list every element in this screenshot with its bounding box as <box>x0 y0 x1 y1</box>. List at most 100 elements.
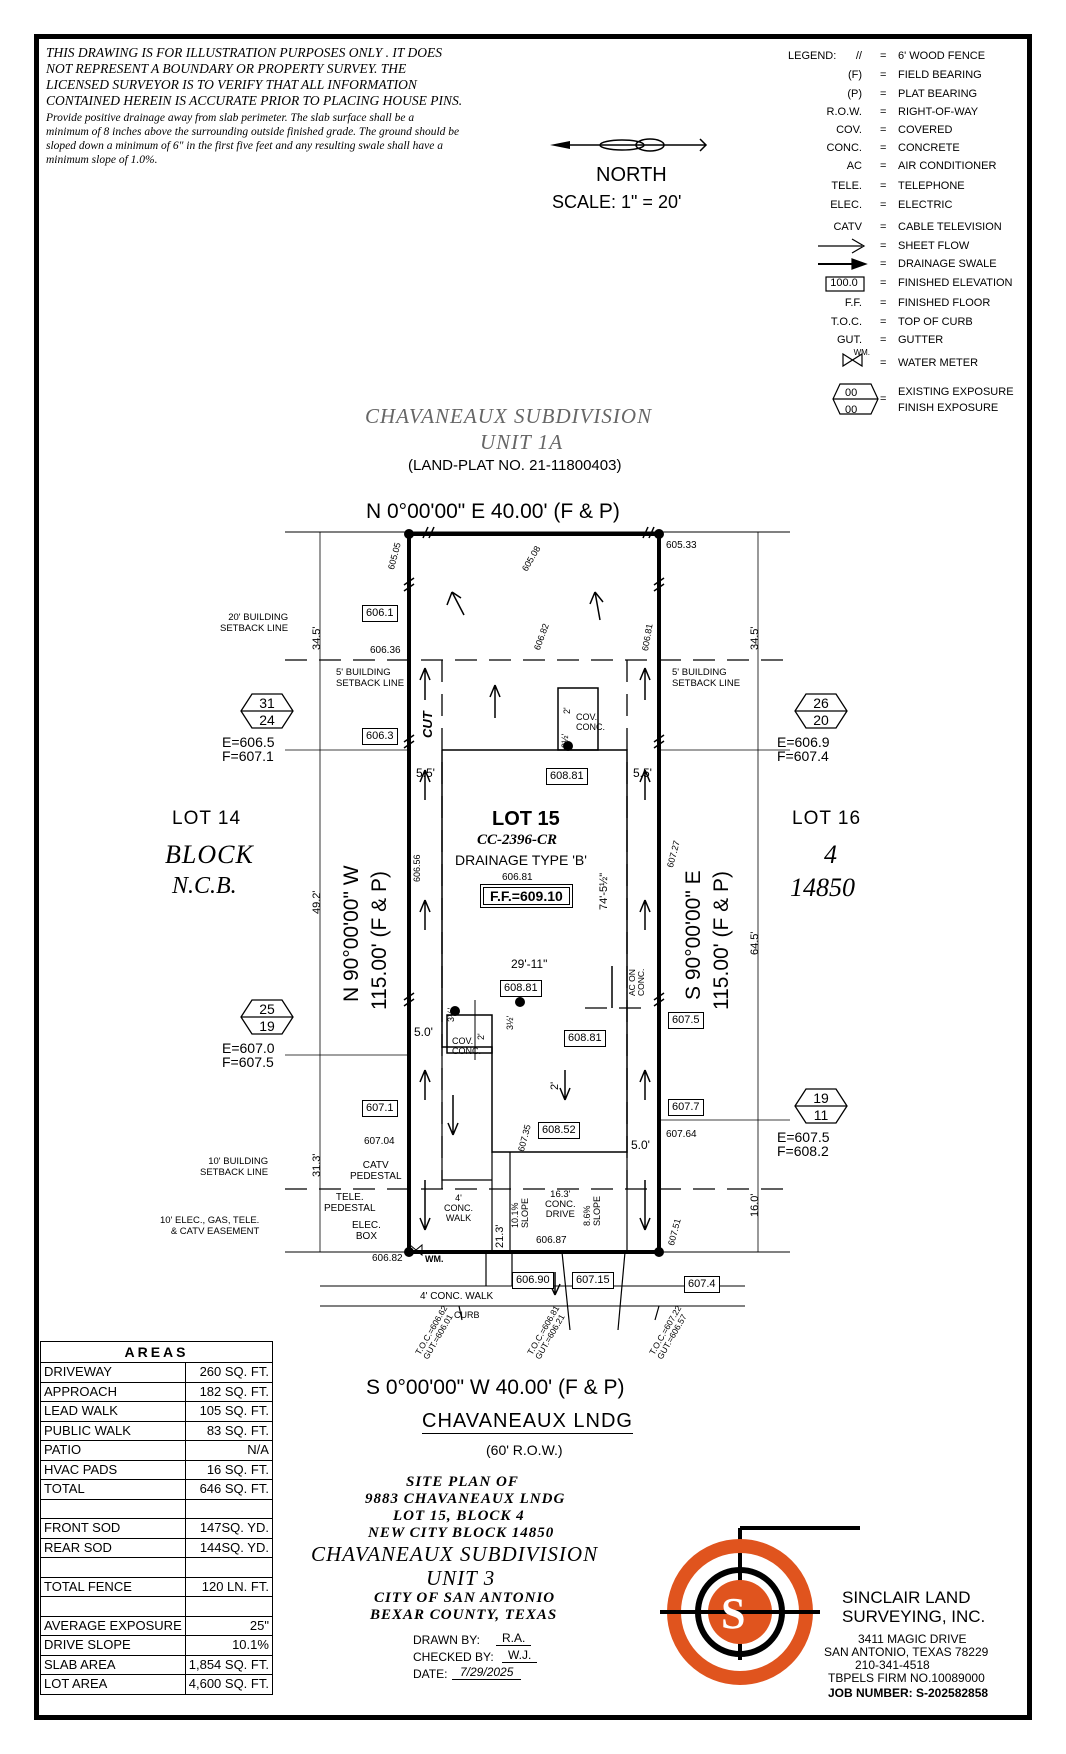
cc-number: CC-2396-CR <box>477 832 558 848</box>
areas-label: DRIVEWAY <box>40 1362 186 1383</box>
dim-2-a: 2' <box>562 707 572 714</box>
street-name: CHAVANEAUX LNDG <box>422 1410 633 1434</box>
areas-value <box>184 1557 273 1578</box>
legend-equals: = <box>880 69 887 81</box>
company-phone: 210-341-4518 <box>855 1658 930 1672</box>
legend-equals: = <box>880 277 887 289</box>
elev-608-81-a: 608.81 <box>546 768 588 785</box>
drawn-by: R.A. <box>496 1631 532 1646</box>
legend-text: TOP OF CURB <box>898 316 973 328</box>
dim-16-0: 16.0' <box>749 1193 761 1217</box>
house-footprint <box>441 687 628 1153</box>
slope-label-1: 10.1%SLOPE <box>510 1197 530 1228</box>
legend-equals: = <box>880 180 887 192</box>
legend-equals: = <box>880 142 887 154</box>
legend-symbol: CONC. <box>826 142 862 154</box>
legend-exposure-text-1: EXISTING EXPOSURE <box>898 386 1014 398</box>
legend-symbols <box>818 238 879 415</box>
elec-box: ELEC.BOX <box>352 1220 381 1242</box>
areas-label: DRIVE SLOPE <box>40 1635 186 1656</box>
areas-label: SLAB AREA <box>40 1654 186 1675</box>
company-firm: TBPELS FIRM NO.10089000 <box>828 1671 985 1685</box>
legend-eq-exp: = <box>880 393 887 405</box>
lot-boundary <box>407 532 661 1254</box>
legend-symbol: R.O.W. <box>826 106 862 118</box>
lot14-label: LOT 14 <box>172 808 242 829</box>
areas-label: REAR SOD <box>40 1537 186 1558</box>
exposure-3-top: 25 <box>259 1001 275 1017</box>
legend-symbol: TELE. <box>831 180 862 192</box>
legend-symbol: 100.0 <box>830 277 858 289</box>
water-meter-label: WM. <box>425 1254 444 1264</box>
slab-depth: 74'-5½" <box>598 872 610 910</box>
areas-value <box>184 1596 273 1617</box>
legend-equals: = <box>880 124 887 136</box>
legend-text: 6' WOOD FENCE <box>898 50 986 62</box>
legend-equals: = <box>880 199 887 211</box>
legend-text: FIELD BEARING <box>898 69 982 81</box>
areas-label <box>40 1498 186 1519</box>
title-line-7: CITY OF SAN ANTONIO <box>374 1590 556 1606</box>
legend-text: AIR CONDITIONER <box>898 160 997 172</box>
elev-607-1: 607.1 <box>362 1100 398 1117</box>
areas-value: 260 SQ. FT. <box>184 1362 273 1383</box>
elev-606-3: 606.3 <box>362 728 398 745</box>
ncb-number: 14850 <box>790 873 855 902</box>
dim-5-0-right: 5.0' <box>631 1138 650 1152</box>
legend-equals: = <box>880 221 887 233</box>
elev-607-04: 607.04 <box>364 1136 395 1147</box>
cov-conc-left: COV.CONC. <box>452 1036 481 1056</box>
drawing-border <box>34 34 1032 1720</box>
legend-exposure-top: 00 <box>845 387 858 399</box>
public-walk-label: 4' CONC. WALK <box>420 1291 494 1302</box>
dim-64-5: 64.5' <box>749 931 761 955</box>
dim-5-5-right: 5.5' <box>633 766 652 780</box>
legend-symbol: ELEC. <box>830 199 862 211</box>
legend-exposure-text-2: FINISH EXPOSURE <box>898 402 999 414</box>
elev-606-36: 606.36 <box>370 645 401 656</box>
exposure-2-top: 26 <box>813 695 829 711</box>
dim-31-3: 31.3' <box>311 1153 323 1177</box>
block-number: 4 <box>824 840 837 869</box>
areas-label <box>40 1596 186 1617</box>
legend-text: CONCRETE <box>898 142 960 154</box>
lot16-label: LOT 16 <box>792 808 862 829</box>
logo-letter: S <box>721 1589 746 1638</box>
tele-pedestal: TELE.PEDESTAL <box>324 1192 376 1214</box>
exposure-1-e: E=606.5 <box>222 734 275 750</box>
legend-title: LEGEND: <box>788 50 837 62</box>
legend-equals: = <box>880 50 887 62</box>
exposure-4-bot: 11 <box>813 1107 829 1123</box>
title-line-8: BEXAR COUNTY, TEXAS <box>370 1607 558 1623</box>
ncb-label: N.C.B. <box>172 873 237 899</box>
curb-label: CURB <box>454 1310 480 1320</box>
legend-equals: = <box>880 160 887 172</box>
checked-by: W.J. <box>502 1648 538 1663</box>
dim-5-0-left: 5.0' <box>414 1025 433 1039</box>
dim-3-5-a: 3½' <box>560 733 570 748</box>
areas-label: AVERAGE EXPOSURE <box>40 1615 186 1636</box>
title-line-4: NEW CITY BLOCK 14850 <box>368 1525 555 1541</box>
easement-label: 10' ELEC., GAS, TELE.& CATV EASEMENT <box>160 1215 260 1237</box>
slope-label-2: 8.6%SLOPE <box>582 1195 602 1226</box>
company-addr-1: 3411 MAGIC DRIVE <box>858 1632 967 1646</box>
areas-row <box>40 1596 273 1617</box>
areas-label: PATIO <box>40 1440 186 1461</box>
lot-elevation: 606.81 <box>502 872 533 883</box>
legend-text: GUTTER <box>898 334 944 346</box>
exposure-1-bot: 24 <box>259 712 275 728</box>
drawn-by-label: DRAWN BY: <box>413 1633 480 1647</box>
company-logo <box>660 1526 860 1685</box>
areas-label: LEAD WALK <box>40 1401 186 1422</box>
elev-608-52: 608.52 <box>538 1122 580 1139</box>
dim-3-5-c: 3½' <box>505 1015 515 1030</box>
conc-drive-label: 16.3'CONC.DRIVE <box>545 1189 576 1220</box>
